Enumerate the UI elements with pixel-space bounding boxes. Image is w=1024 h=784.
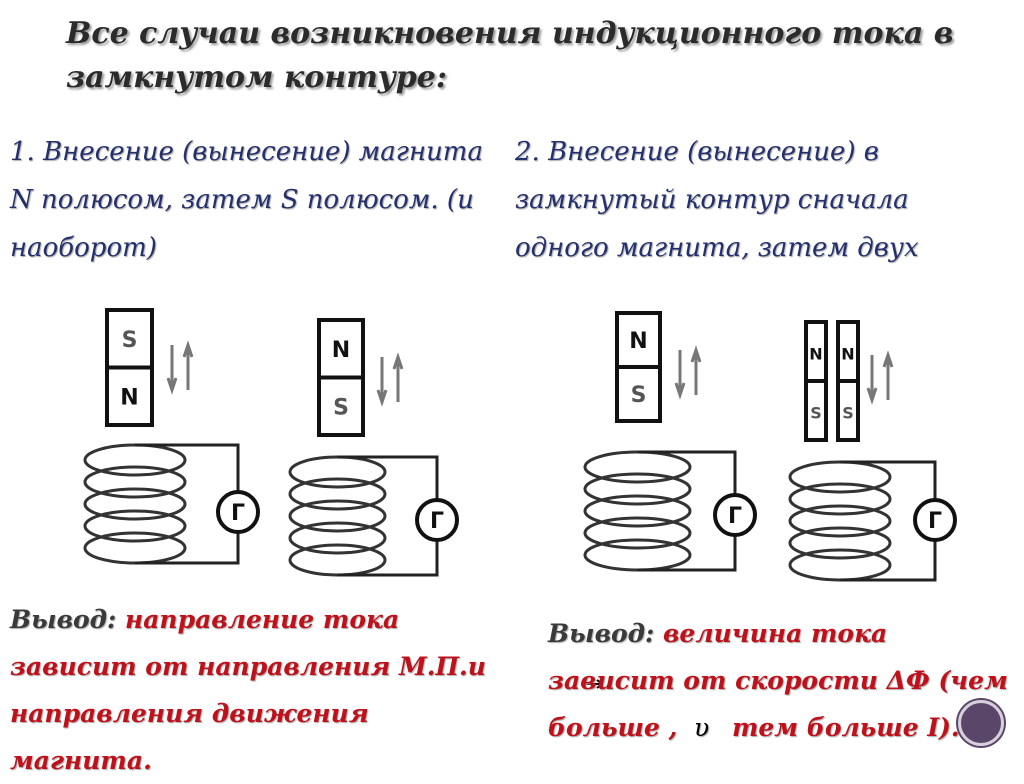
galvanometer xyxy=(415,498,459,542)
galvanometer xyxy=(216,490,260,534)
arrow-down-icon xyxy=(166,345,178,395)
conclusion-1-label: Вывод: xyxy=(10,605,117,634)
coil-turn xyxy=(788,548,892,582)
conclusion-2-text-2: тем больше I). xyxy=(731,713,960,742)
diagram-3: NSГ xyxy=(583,311,757,572)
conclusion-2-label: Вывод: xyxy=(548,619,655,648)
diagram-1: SNГ xyxy=(83,308,260,565)
coil-turn xyxy=(583,538,692,572)
magnet-pole-S: S xyxy=(842,404,854,423)
coil xyxy=(288,455,387,577)
magnet-pole-S: S xyxy=(333,395,349,420)
galvanometer-label: Г xyxy=(231,501,245,526)
coil-turn xyxy=(288,499,387,533)
magnet: NS xyxy=(804,320,828,442)
galvanometer xyxy=(713,493,757,537)
coil-turn xyxy=(83,509,187,543)
magnet-pole-N: N xyxy=(629,329,647,354)
slide-nav-button[interactable] xyxy=(958,700,1004,746)
conclusion-2: Вывод: величина тока зависит от скорости… xyxy=(548,610,1008,751)
magnet: NS xyxy=(317,318,365,437)
conclusion-1: Вывод: направление тока зависит от напра… xyxy=(10,596,510,784)
coil-turn xyxy=(583,494,692,528)
arrow-down-icon xyxy=(674,350,686,400)
magnet-pole-N: N xyxy=(120,385,138,410)
galvanometer-label: Г xyxy=(430,509,444,534)
coil-turn xyxy=(583,516,692,550)
conclusion-2-text-1: величина тока зависит от скорости ΔФ (че… xyxy=(548,619,1008,742)
magnet-pole-S: S xyxy=(122,328,138,353)
magnet-pole-S: S xyxy=(631,383,647,408)
magnet-pole-N: N xyxy=(809,345,822,364)
coil-turn xyxy=(788,526,892,560)
coil-turn xyxy=(788,504,892,538)
magnet: SN xyxy=(105,308,154,427)
coil-turn xyxy=(583,472,692,506)
magnet-pole-S: S xyxy=(810,404,822,423)
coil xyxy=(83,443,187,565)
coil-turn xyxy=(83,487,187,521)
magnet-pole-N: N xyxy=(841,345,854,364)
galvanometer xyxy=(913,498,957,542)
coil-turn xyxy=(788,482,892,516)
magnet: NS xyxy=(836,320,860,442)
coil xyxy=(583,450,692,572)
arrow-up-icon xyxy=(182,340,194,390)
case-2-text: 2. Внесение (вынесение) в замкнутый конт… xyxy=(515,137,919,263)
arrow-down-icon xyxy=(866,355,878,405)
circuit-wire xyxy=(337,455,439,577)
coil-turn xyxy=(83,531,187,565)
arrow-up-icon xyxy=(690,345,702,395)
galvanometer-label: Г xyxy=(728,504,742,529)
arrow-up-icon xyxy=(882,350,894,400)
vector-arrow-icon xyxy=(582,679,604,689)
slide-title: Все случаи возникновения индукционного т… xyxy=(66,16,954,95)
arrow-down-icon xyxy=(376,357,388,407)
coil-turn xyxy=(288,543,387,577)
magnet-pole-N: N xyxy=(332,338,350,363)
conclusion-1-text: направление тока зависит от направления … xyxy=(10,605,486,775)
coil-turn xyxy=(83,465,187,499)
coil-turn xyxy=(288,521,387,555)
case-1-text: 1. Внесение (вынесение) магнита N полюсо… xyxy=(10,137,483,263)
circuit-wire xyxy=(637,450,737,572)
coil xyxy=(788,460,892,582)
galvanometer-label: Г xyxy=(928,509,942,534)
diagram-2: NSГ xyxy=(288,318,459,577)
coil-turn xyxy=(288,477,387,511)
circuit-wire xyxy=(135,443,240,565)
magnet: NS xyxy=(615,311,662,423)
velocity-symbol: υ xyxy=(694,713,710,742)
circuit-wire xyxy=(840,460,937,582)
arrow-up-icon xyxy=(392,352,404,402)
